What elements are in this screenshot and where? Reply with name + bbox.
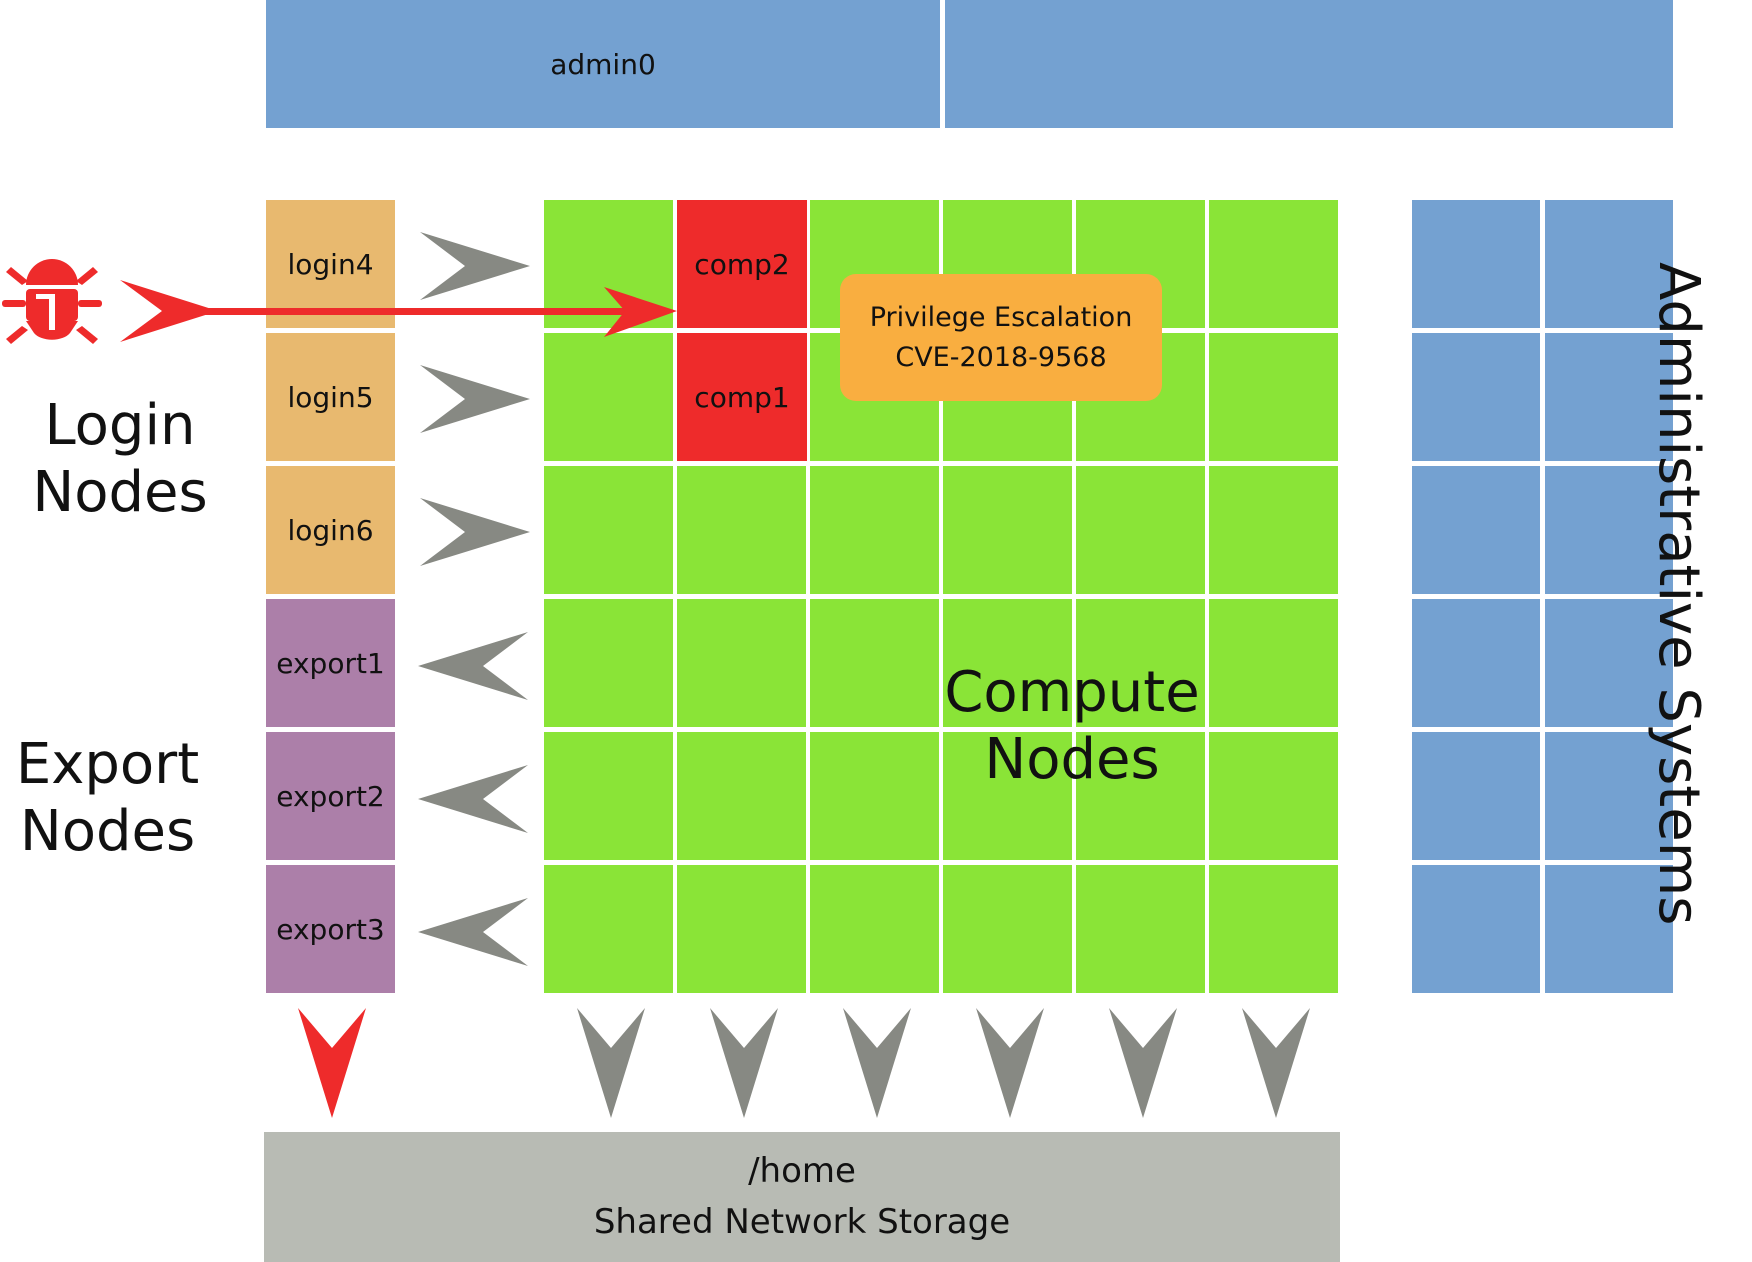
login-node-label: login4 (287, 247, 374, 281)
compute-node (677, 865, 806, 993)
compute-node-comp1: comp1 (677, 333, 807, 461)
login-to-compute-arrow (420, 498, 530, 566)
admin-system-node (1545, 333, 1673, 461)
compute-node (1209, 200, 1338, 328)
admin-system-node (1412, 732, 1540, 860)
login-node-login5: login5 (266, 333, 395, 461)
login-node-label: login6 (287, 513, 374, 547)
login-node-login6: login6 (266, 466, 395, 594)
export-node-label: export3 (276, 912, 385, 946)
compute-node (943, 599, 1072, 727)
login-to-compute-arrow (420, 365, 530, 433)
admin-system-node (1412, 865, 1540, 993)
compute-node (1209, 732, 1338, 860)
admin-system-node (1545, 732, 1673, 860)
compute-to-storage-arrow (710, 1008, 778, 1118)
login-nodes-label-line: Nodes (32, 460, 208, 526)
compute-node (1076, 466, 1205, 594)
compute-node (810, 865, 939, 993)
login-nodes-label: Login Nodes (20, 392, 220, 526)
export-nodes-label-line: Export (15, 732, 200, 797)
login-nodes-label-line: Login (44, 393, 196, 458)
bug-icon (2, 259, 102, 344)
export-node-export1: export1 (266, 599, 395, 727)
login-node-label: login5 (287, 380, 374, 414)
admin-system-node (1545, 466, 1673, 594)
administrative-systems-label: Administrative Systems (1646, 262, 1711, 926)
attack-path-line (205, 308, 625, 315)
compute-node (677, 732, 806, 860)
compute-node (1209, 333, 1338, 461)
compute-to-storage-arrow (976, 1008, 1044, 1118)
compute-node (1209, 599, 1338, 727)
compute-node (810, 599, 939, 727)
login-node-login4: login4 (266, 200, 395, 328)
exploit-title: Privilege Escalation (869, 302, 1133, 334)
compute-node (943, 466, 1072, 594)
export-to-storage-arrow (298, 1008, 366, 1118)
export-node-export2: export2 (266, 732, 395, 860)
compute-node (943, 865, 1072, 993)
admin-system-node (1412, 200, 1540, 328)
compute-to-storage-arrow (577, 1008, 645, 1118)
compute-to-storage-arrow (1242, 1008, 1310, 1118)
shared-storage-bar: /home Shared Network Storage (264, 1132, 1340, 1262)
admin-system-node (1412, 333, 1540, 461)
compute-to-export-arrow (418, 632, 528, 700)
compute-nodes-label-line: Nodes (984, 727, 1160, 793)
compute-node (1076, 599, 1205, 727)
admin-system-node (1412, 466, 1540, 594)
compute-node-comp2: comp2 (677, 200, 807, 328)
compute-node (1209, 865, 1338, 993)
attack-entry-arrow (120, 280, 218, 342)
compute-node (677, 466, 806, 594)
compute-node (810, 732, 939, 860)
compute-to-storage-arrow (843, 1008, 911, 1118)
compute-node (544, 865, 673, 993)
attack-path-arrowhead (604, 287, 677, 337)
compute-to-export-arrow (418, 765, 528, 833)
exploit-callout: Privilege Escalation CVE-2018-9568 (840, 274, 1162, 401)
admin-system-node (1545, 865, 1673, 993)
exploit-cve: CVE-2018-9568 (895, 341, 1107, 373)
compute-nodes-label: Compute Nodes (922, 659, 1222, 793)
login-to-compute-arrow (420, 232, 530, 300)
compute-to-export-arrow (418, 898, 528, 966)
compute-node (544, 466, 673, 594)
compute-node (544, 599, 673, 727)
admin-bar-left: admin0 (266, 0, 940, 128)
admin-system-node (1545, 599, 1673, 727)
storage-path-label: /home (748, 1151, 856, 1191)
export-nodes-label: Export Nodes (5, 731, 210, 865)
compute-node (810, 466, 939, 594)
compute-node (544, 732, 673, 860)
compute-node (1209, 466, 1338, 594)
admin-system-node (1545, 200, 1673, 328)
compute-node (943, 732, 1072, 860)
compute-node (1076, 732, 1205, 860)
export-node-label: export2 (276, 779, 385, 813)
compute-node (544, 333, 673, 461)
admin-bar-right (945, 0, 1673, 128)
storage-description-label: Shared Network Storage (593, 1202, 1011, 1242)
compute-node (1076, 865, 1205, 993)
export-node-label: export1 (276, 646, 385, 680)
compromised-node-label: comp2 (694, 247, 790, 281)
admin-system-node (1412, 599, 1540, 727)
admin0-label: admin0 (550, 47, 656, 81)
export-nodes-label-line: Nodes (19, 799, 196, 865)
export-node-export3: export3 (266, 865, 395, 993)
compute-nodes-label-line: Compute (944, 660, 1200, 725)
compromised-node-label: comp1 (694, 380, 790, 414)
compute-node (677, 599, 806, 727)
compute-to-storage-arrow (1109, 1008, 1177, 1118)
